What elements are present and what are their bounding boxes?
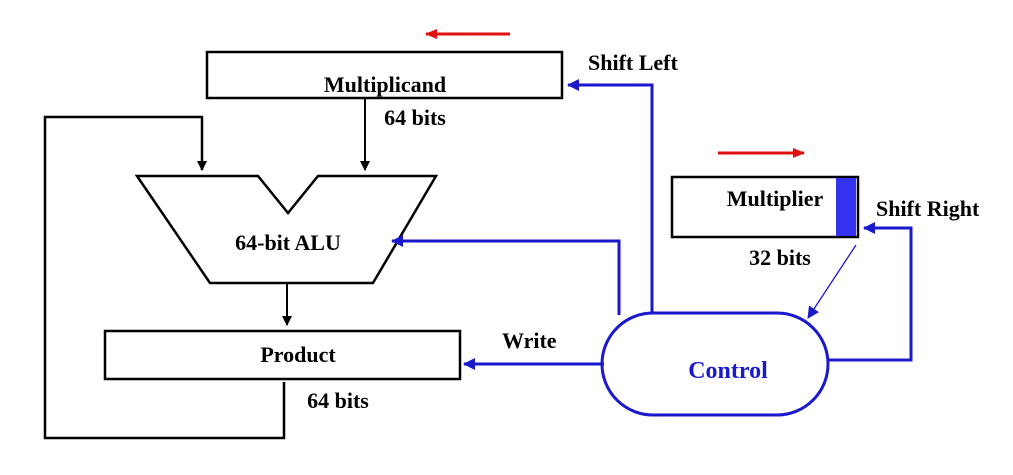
product-label: Product bbox=[260, 342, 336, 367]
write-label: Write bbox=[502, 328, 557, 353]
multiplicand-width-label: 64 bits bbox=[384, 105, 446, 130]
multiplier-label: Multiplier bbox=[727, 186, 824, 211]
multiplicand-register bbox=[205, 50, 564, 100]
multiplier-width-label: 32 bits bbox=[749, 245, 811, 270]
shift-right-signal-wire bbox=[828, 222, 913, 362]
alu-shape bbox=[134, 174, 439, 285]
shift-left-signal-wire bbox=[567, 79, 654, 313]
product-width-label: 64 bits bbox=[307, 388, 369, 413]
control-label: Control bbox=[688, 358, 768, 384]
alu-control-signal-wire bbox=[391, 235, 621, 315]
product-feedback-wire bbox=[43, 115, 286, 440]
shift-right-label: Shift Right bbox=[876, 196, 980, 221]
multiplier-register bbox=[670, 175, 860, 239]
product-register bbox=[103, 329, 462, 381]
alu-label: 64-bit ALU bbox=[235, 230, 341, 255]
multiplier-lsb-marker bbox=[836, 178, 856, 236]
multiplicand-label: Multiplicand bbox=[324, 72, 446, 97]
multiplier-lsb-to-control-wire bbox=[807, 244, 857, 319]
shift-left-label: Shift Left bbox=[588, 50, 679, 75]
